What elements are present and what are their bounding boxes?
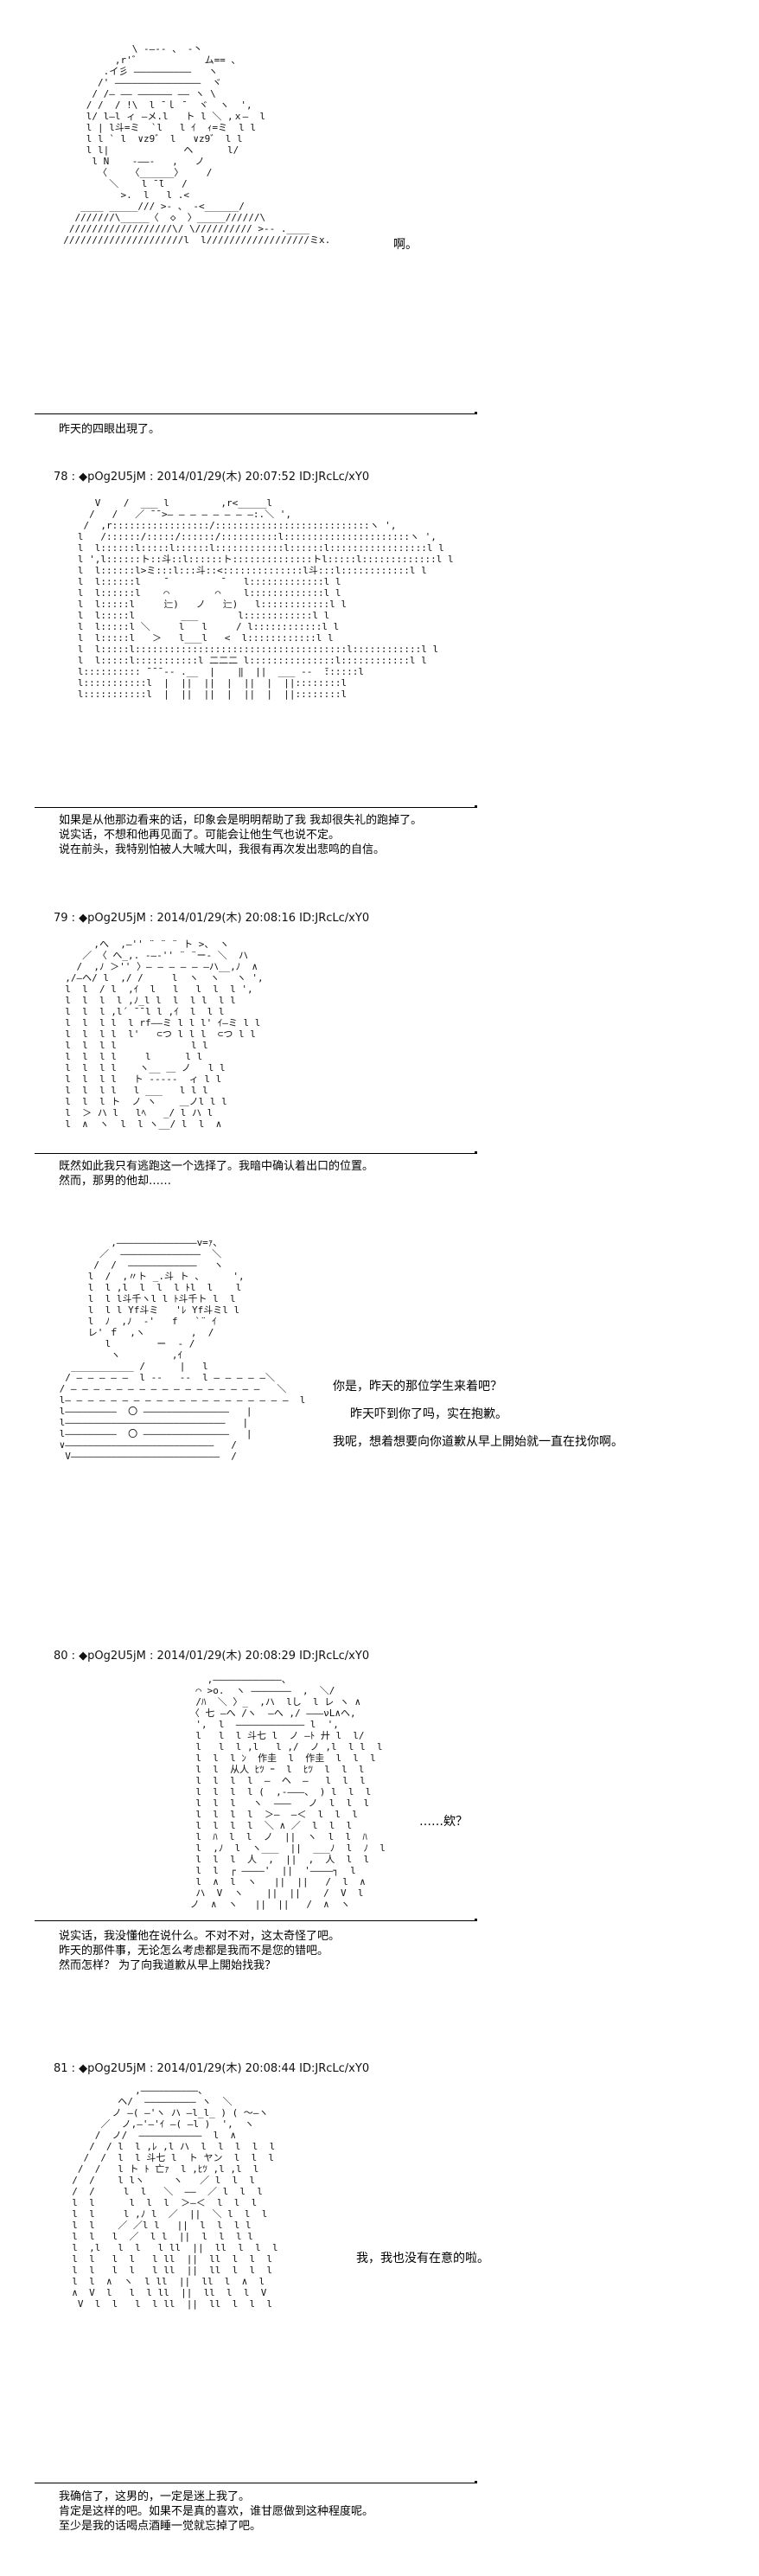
narration: 既然如此我只有逃跑这一个选择了。我暗中确认着出口的位置。 然而，那男的他却…… [59, 1159, 373, 1189]
narration: 昨天的四眼出現了。 [59, 422, 160, 437]
ascii-art: ,――――――――――――――v=ｧ、 ／ ―――――――――――――― ＼ /… [59, 1237, 306, 1462]
dialogue-text: ……欸？ [419, 1815, 468, 1829]
separator-line [35, 1920, 475, 1921]
dialogue-text: 我呢，想着想要向你道歉从早上開始就一直在找你啊。 [333, 1435, 623, 1449]
narration-line: 说实话，我没懂他在说什么。不对不对，这太奇怪了吧。 [59, 1930, 341, 1943]
separator-end-marker [475, 805, 477, 808]
ascii-art: ,へ ,―'' ¨ ¨ ¨ ト >、 ヽ ／ 〈 へ_,. -―-'' ¨ ¨ー… [65, 939, 264, 1130]
narration: 说实话，我没懂他在说什么。不对不对，这太奇怪了吧。 昨天的那件事，无论怎么考虑都… [59, 1929, 340, 1973]
separator-line [35, 413, 475, 414]
narration-line: 肯定是这样的吧。如果不是真的喜欢，谁甘愿做到这种程度呢。 [59, 2505, 374, 2518]
separator-end-marker [475, 1919, 477, 1921]
ascii-art: ,――――――――――、 ヘ/ ――――――――― ヽ ＼ ノ ―( ―'ヽ ハ… [72, 2085, 278, 2310]
post-header: 81 : ◆pOg2U5jM : 2014/01/29(木) 20:08:44 … [54, 2062, 370, 2075]
dialogue-text: 啊。 [393, 238, 418, 252]
post-header: 80 : ◆pOg2U5jM : 2014/01/29(木) 20:08:29 … [54, 1650, 370, 1663]
narration-line: 至少是我的话喝点酒睡一觉就忘掉了吧。 [59, 2520, 262, 2533]
dialogue-text: 你是，昨天的那位学生来着吧？ [333, 1380, 502, 1394]
narration: 我确信了，这男的，一定是迷上我了。 肯定是这样的吧。如果不是真的喜欢，谁甘愿做到… [59, 2489, 373, 2534]
narration-line: 昨天的四眼出現了。 [59, 423, 161, 436]
dialogue-text: 我，我也没有在意的啦。 [356, 2252, 489, 2265]
separator-end-marker [475, 412, 477, 414]
narration-line: 既然如此我只有逃跑这一个选择了。我暗中确认着出口的位置。 [59, 1160, 374, 1173]
ascii-art: ,――――――――――――、 ⌒ >o. ヽ ――――――― , ＼/ /ﾊ ＼… [189, 1674, 386, 1910]
separator-end-marker [475, 1151, 477, 1154]
separator-end-marker [475, 2481, 477, 2483]
post-header: 79 : ◆pOg2U5jM : 2014/01/29(木) 20:08:16 … [54, 912, 370, 925]
dialogue-text: 昨天吓到你了吗，实在抱歉。 [350, 1407, 507, 1421]
separator-line [35, 1153, 475, 1154]
narration-line: 我确信了，这男的，一定是迷上我了。 [59, 2490, 251, 2503]
narration: 如果是从他那边看来的话，印象会是明明帮助了我 我却很失礼的跑掉了。 说实话，不想… [59, 813, 422, 857]
narration-line: 如果是从他那边看来的话，印象会是明明帮助了我 我却很失礼的跑掉了。 [59, 814, 423, 827]
ascii-art: V / ___ l ,r<_____l / / ／ ̄ ̄ >― ― ― ― ―… [77, 497, 454, 700]
separator-line [35, 807, 475, 808]
post-header: 78 : ◆pOg2U5jM : 2014/01/29(木) 20:07:52 … [54, 471, 370, 484]
ascii-art: \ -―-- 、 ‐丶 ,r'゛ ム== 、 .イ彡 ―――――――――― ヽ … [63, 43, 331, 246]
narration-line: 昨天的那件事，无论怎么考虑都是我而不是您的错吧。 [59, 1945, 329, 1958]
narration-line: 然而，那男的他却…… [59, 1175, 172, 1188]
narration-line: 然而怎样？ 为了向我道歉从早上開始找我？ [59, 1959, 277, 1972]
narration-line: 说在前头，我特别怕被人大喊大叫，我很有再次发出悲鸣的自信。 [59, 843, 386, 856]
narration-line: 说实话，不想和他再见面了。可能会让他生气也说不定。 [59, 829, 341, 842]
